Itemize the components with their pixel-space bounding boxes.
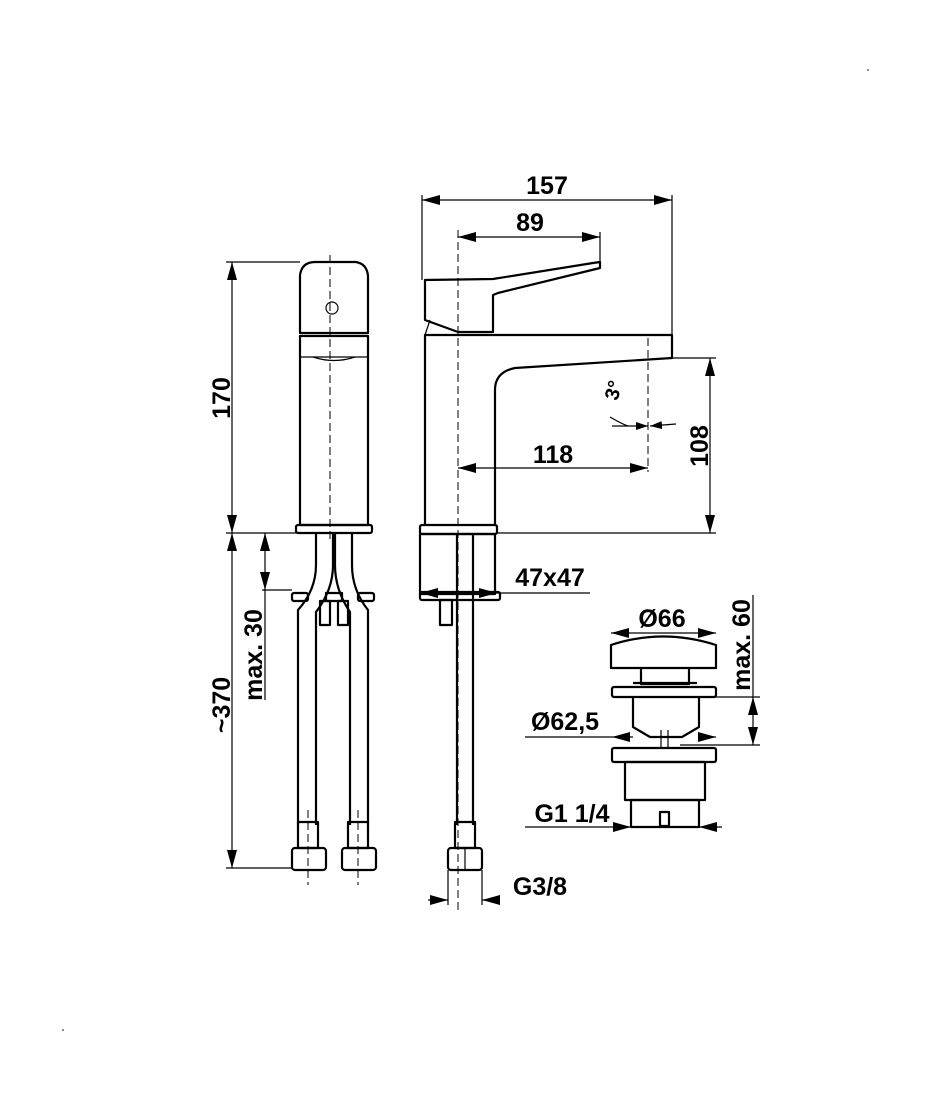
dim-g1-1-4: G1 1/4 xyxy=(534,800,609,828)
dim-89: 89 xyxy=(516,209,544,237)
dim-angle-3: 3° xyxy=(601,378,627,402)
popup-waste-view xyxy=(609,635,718,829)
side-dimensions: 157 89 118 108 3° 47x47 G3/8 xyxy=(420,172,716,905)
dim-g3-8: G3/8 xyxy=(513,873,567,901)
dim-108: 108 xyxy=(686,425,714,467)
dim-d62-5: Ø62,5 xyxy=(531,708,599,736)
dim-47x47: 47x47 xyxy=(515,564,585,592)
dim-d66: Ø66 xyxy=(638,605,685,633)
dim-118: 118 xyxy=(533,441,573,469)
popup-waste-dimensions: Ø66 Ø62,5 max. 60 G1 1/4 xyxy=(525,595,760,832)
front-dimensions: 170 ~370 max. 30 xyxy=(208,261,300,869)
handle-marker-icon xyxy=(325,301,339,315)
dim-157: 157 xyxy=(526,172,568,200)
side-view xyxy=(418,230,674,910)
dim-max-60: max. 60 xyxy=(728,599,756,691)
dim-370: ~370 xyxy=(208,677,236,733)
front-view xyxy=(290,255,378,885)
dim-max-30: max. 30 xyxy=(240,609,268,701)
dim-170: 170 xyxy=(208,377,236,419)
